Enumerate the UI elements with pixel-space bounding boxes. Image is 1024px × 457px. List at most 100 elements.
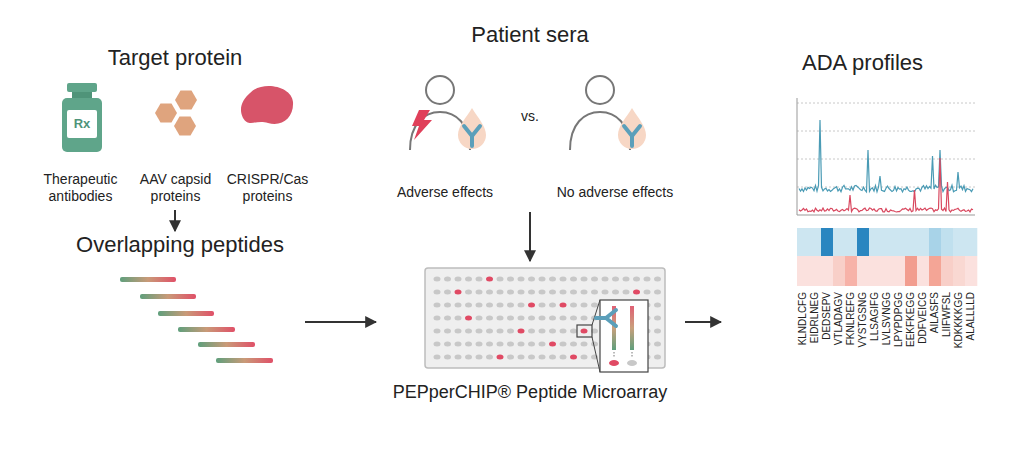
array-spot bbox=[444, 316, 451, 321]
section-title: Patient sera bbox=[372, 22, 688, 48]
peptide-sequence: LPYPDPGG bbox=[893, 292, 905, 364]
peptide-sequence: FKNLREFG bbox=[845, 292, 857, 364]
array-spot bbox=[528, 316, 535, 321]
array-spot bbox=[434, 290, 441, 295]
heatmap-cell bbox=[929, 256, 941, 286]
array-spot bbox=[465, 355, 472, 360]
heatmap-cell bbox=[965, 228, 977, 256]
cas-protein-blob bbox=[241, 86, 293, 124]
array-spot bbox=[444, 290, 451, 295]
array-spot bbox=[476, 329, 483, 334]
drug-bottle-icon-part bbox=[62, 98, 102, 152]
group-caption: No adverse effects bbox=[542, 180, 688, 204]
ada-line-chart-part bbox=[797, 215, 975, 216]
array-spot bbox=[434, 277, 441, 282]
node-label: Therapeutic antibodies bbox=[30, 171, 131, 205]
array-spot bbox=[549, 329, 556, 334]
array-spot bbox=[476, 355, 483, 360]
array-spot bbox=[507, 316, 514, 321]
array-spot bbox=[528, 355, 535, 360]
heatmap-cell bbox=[809, 228, 821, 256]
array-spot bbox=[570, 277, 577, 282]
node-label: No adverse effects bbox=[542, 184, 688, 201]
array-spot bbox=[497, 277, 504, 282]
ada-heatmap bbox=[797, 228, 977, 286]
array-spot bbox=[654, 329, 661, 334]
zoom-inset-part bbox=[632, 352, 633, 358]
array-spot bbox=[654, 290, 661, 295]
patient-adverse-icon-part bbox=[458, 108, 486, 149]
array-spot bbox=[465, 277, 472, 282]
icon-caption: CRISPR/Cas proteins bbox=[217, 168, 318, 208]
peptide-sequence: LIIFWFSL bbox=[941, 292, 953, 364]
array-spot bbox=[654, 316, 661, 321]
array-spot bbox=[507, 342, 514, 347]
capsid-hexagons bbox=[155, 91, 197, 136]
array-spot bbox=[633, 290, 640, 295]
icon-caption: AAV capsid proteins bbox=[125, 168, 226, 208]
section-panel: Target proteinTherapeutic antibodiesAAV … bbox=[27, 45, 323, 208]
section-title: Target protein bbox=[27, 45, 323, 71]
array-spot bbox=[549, 355, 556, 360]
patient-adverse-icon-part bbox=[426, 76, 454, 104]
array-spot bbox=[654, 342, 661, 347]
node-label: PEPperCHIP® Peptide Microarray bbox=[377, 382, 683, 404]
array-spot bbox=[654, 355, 661, 360]
array-spot bbox=[507, 303, 514, 308]
microarray-panel: PEPperCHIP® Peptide Microarray bbox=[377, 262, 683, 404]
array-spot bbox=[486, 329, 493, 334]
array-spot bbox=[623, 290, 630, 295]
peptide-bars-part bbox=[216, 358, 273, 363]
ada-line-chart bbox=[797, 98, 975, 215]
node-label: Adverse effects bbox=[377, 184, 513, 201]
capsid-hexagons-part bbox=[155, 104, 177, 123]
array-spot bbox=[476, 342, 483, 347]
array-spot bbox=[623, 277, 630, 282]
zoom-inset-part-part bbox=[596, 310, 616, 326]
section-title: ADA profiles bbox=[722, 50, 1003, 76]
array-spot bbox=[549, 342, 556, 347]
heatmap-cell bbox=[905, 256, 917, 286]
array-spot bbox=[570, 303, 577, 308]
heatmap-cell bbox=[857, 228, 869, 256]
array-spot bbox=[612, 277, 619, 282]
ada-line-chart-part bbox=[797, 131, 975, 132]
zoom-inset-part bbox=[596, 310, 616, 326]
array-spot bbox=[518, 277, 525, 282]
array-spot bbox=[444, 329, 451, 334]
capsid-hexagons-part bbox=[174, 117, 196, 136]
array-spot bbox=[654, 277, 661, 282]
array-spot bbox=[560, 355, 567, 360]
array-spot bbox=[581, 355, 588, 360]
array-spot bbox=[560, 316, 567, 321]
array-spot bbox=[486, 303, 493, 308]
peptide-sequence: VYSTGSNG bbox=[857, 292, 869, 364]
peptide-sequence: EIDRLNEG bbox=[809, 292, 821, 364]
array-spot bbox=[549, 316, 556, 321]
patient-no-adverse-icon-part bbox=[586, 76, 614, 104]
heatmap-cell bbox=[833, 256, 845, 286]
array-spot bbox=[560, 329, 567, 334]
array-spot bbox=[539, 355, 546, 360]
heatmap-cell bbox=[905, 228, 917, 256]
array-spot bbox=[560, 342, 567, 347]
array-spot bbox=[549, 277, 556, 282]
drug-bottle-icon-part bbox=[67, 83, 97, 92]
patient-no-adverse-icon bbox=[570, 76, 646, 150]
array-spot bbox=[549, 290, 556, 295]
array-spot bbox=[476, 290, 483, 295]
zoom-inset bbox=[577, 300, 648, 372]
zoom-inset-part bbox=[592, 337, 600, 372]
array-spot bbox=[497, 342, 504, 347]
peptide-sequence: VTLADAGV bbox=[833, 292, 845, 364]
peptide-sequence: KLNDLCFG bbox=[797, 292, 809, 364]
heatmap-cell bbox=[809, 256, 821, 286]
array-spot bbox=[444, 277, 451, 282]
array-spot bbox=[507, 277, 514, 282]
peptide-sequence: AILASFS bbox=[929, 292, 941, 364]
zoom-inset-part bbox=[592, 300, 600, 325]
array-spot bbox=[528, 329, 535, 334]
section-panel: Overlapping peptides bbox=[57, 232, 303, 372]
array-spot bbox=[581, 342, 588, 347]
array-spot bbox=[507, 329, 514, 334]
